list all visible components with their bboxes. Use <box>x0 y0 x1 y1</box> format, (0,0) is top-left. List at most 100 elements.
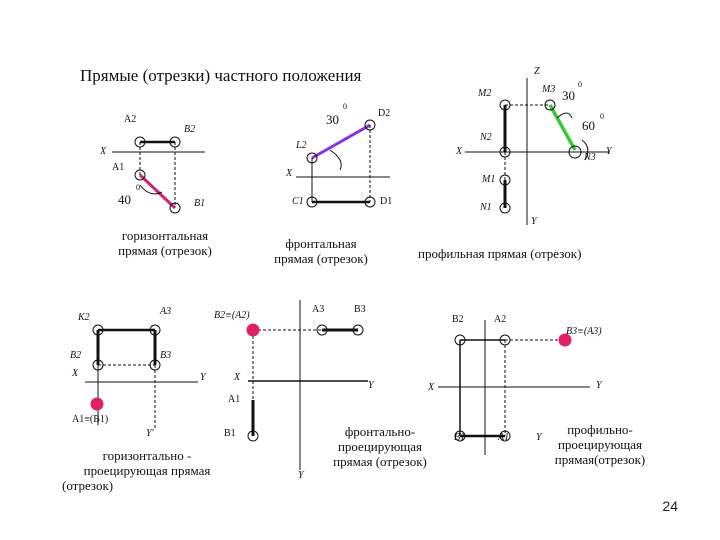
point-a3 <box>149 324 161 336</box>
label-c1: C1 <box>292 196 304 207</box>
point-b2a2 <box>246 323 260 337</box>
caption-line: фронтальная <box>285 236 357 251</box>
point-b2 <box>454 334 466 346</box>
point-k2 <box>92 324 104 336</box>
diagram-horizontal <box>112 136 205 214</box>
point-c1 <box>306 196 318 208</box>
point-b1 <box>169 202 181 214</box>
label-b2: B2 <box>70 350 82 361</box>
label-y: Y <box>596 380 602 391</box>
caption-line: прямая (отрезок) <box>333 454 427 469</box>
label-d1: D1 <box>380 196 393 207</box>
label-x: X <box>72 368 79 379</box>
diagram-frontal <box>296 119 390 208</box>
label-m3: M3 <box>542 84 556 95</box>
label-z: Z <box>534 66 540 77</box>
label-a1: A1 <box>228 394 241 405</box>
point-b2 <box>92 359 104 371</box>
label-a1: A1 <box>112 162 125 173</box>
point-b3 <box>149 359 161 371</box>
label-y-lower: Y <box>536 432 542 443</box>
angle-arc-2 <box>581 139 589 161</box>
point-m3 <box>544 99 556 111</box>
label-m1: M1 <box>482 174 496 185</box>
label-b2: B2 <box>184 124 196 135</box>
point-b1 <box>247 430 259 442</box>
projection-m3n3 <box>548 104 577 151</box>
label-a2: A2 <box>124 114 137 125</box>
angle-value: 40 <box>118 192 131 207</box>
point-n1 <box>499 202 511 214</box>
label-a1: A1 <box>498 432 510 443</box>
projection-a1b1 <box>138 173 177 210</box>
label-b2a2: B2≡(A2) <box>214 310 250 321</box>
caption-line: (отрезок) <box>62 478 114 493</box>
caption-line: фронтально- <box>344 424 416 439</box>
caption-horizontal: горизонтальная прямая (отрезок) <box>100 228 230 258</box>
caption-line: проецирующая прямая <box>83 463 211 478</box>
label-x: X <box>428 382 435 393</box>
caption-line: горизонтальная <box>121 228 209 243</box>
degree-sign: 0 <box>343 102 347 111</box>
point-a2 <box>499 334 511 346</box>
caption-front-proj: фронтально- проецирующая прямая (отрезок… <box>312 424 448 469</box>
point-d2 <box>364 119 376 131</box>
caption-profile: профильная прямая (отрезок) <box>418 246 582 261</box>
point-a1 <box>499 430 511 442</box>
diagram-prof-proj <box>438 320 590 455</box>
label-y-lower: Y <box>298 470 304 481</box>
angle-value-2: 60 <box>582 118 595 133</box>
point-b1 <box>454 430 466 442</box>
label-b1: B1 <box>224 428 236 439</box>
label-x: X <box>286 168 293 179</box>
label-d2: D2 <box>378 108 391 119</box>
angle-value-1: 30 <box>562 88 575 103</box>
label-y: Y <box>606 146 612 157</box>
degree-sign: 0 <box>136 183 140 192</box>
diagram-horiz-proj <box>85 324 198 430</box>
caption-line: проецирующая <box>557 437 643 452</box>
angle-arc <box>139 184 163 195</box>
degree-sign-1: 0 <box>578 80 582 89</box>
label-b1: B1 <box>194 198 206 209</box>
caption-line: прямая(отрезок) <box>554 452 646 467</box>
label-b2: B2 <box>452 314 464 325</box>
label-b1: B1 <box>454 432 466 443</box>
point-a2 <box>134 136 146 148</box>
label-l2: L2 <box>296 140 307 151</box>
caption-prof-proj: профильно- проецирующая прямая(отрезок) <box>540 422 660 467</box>
point-l2 <box>306 152 318 164</box>
page-number: 24 <box>662 498 678 514</box>
point-a1b1 <box>90 397 104 411</box>
caption-line: проецирующая <box>337 439 423 454</box>
caption-line: прямая (отрезок) <box>274 251 368 266</box>
label-y: Y <box>200 372 206 383</box>
angle-value: 30 <box>326 112 339 127</box>
degree-sign-2: 0 <box>600 112 604 121</box>
angle-arc <box>329 149 342 171</box>
label-b3: B3 <box>160 350 172 361</box>
caption-line: горизонтально - <box>102 448 192 463</box>
label-a2: A2 <box>494 314 507 325</box>
point-b3 <box>352 324 364 336</box>
point-m1 <box>499 174 511 186</box>
point-b3a3 <box>558 333 572 347</box>
label-b3a3: B3≡(A3) <box>566 326 602 337</box>
label-b3: B3 <box>354 304 366 315</box>
caption-line: прямая (отрезок) <box>118 243 212 258</box>
diagram-front-proj <box>246 300 368 470</box>
label-m2: M2 <box>478 88 492 99</box>
label-n2: N2 <box>480 132 492 143</box>
label-n1: N1 <box>480 202 492 213</box>
slide-title: Прямые (отрезки) частного положения <box>80 66 362 85</box>
label-x: X <box>100 146 107 157</box>
point-a1 <box>134 169 146 181</box>
diagram-profile <box>465 78 610 225</box>
angle-arc-1 <box>556 112 573 119</box>
label-y-lower: Y' <box>146 428 154 439</box>
caption-horiz-proj: горизонтально - проецирующая прямая (отр… <box>62 448 232 493</box>
caption-line: профильно- <box>567 422 633 437</box>
label-n3: N3 <box>584 152 596 163</box>
